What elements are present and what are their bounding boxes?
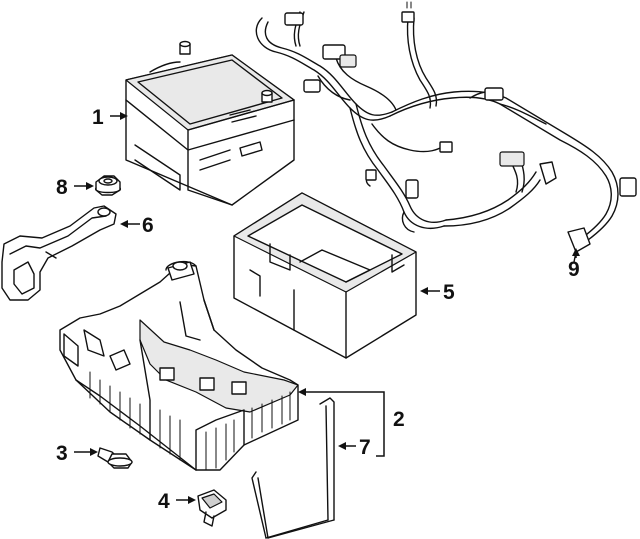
callout-6-label: 6: [142, 214, 154, 237]
hold-down-bracket-icon: [1, 205, 117, 301]
callout-7-label: 7: [359, 436, 371, 459]
callout-9-label: 9: [568, 258, 580, 281]
callout-5-label: 5: [443, 281, 455, 304]
nut-icon: [95, 175, 121, 196]
callout-leaders: [74, 112, 580, 504]
bolt-icon: [97, 447, 133, 469]
battery-icon: [125, 40, 295, 206]
callout-1-label: 1: [92, 106, 104, 129]
clip-icon: [197, 489, 227, 527]
callout-4-label: 4: [158, 490, 170, 513]
callout-2-label: 2: [393, 408, 405, 431]
hold-down-rod-icon: [251, 397, 335, 539]
callout-3-label: 3: [56, 442, 68, 465]
callout-8-label: 8: [56, 176, 68, 199]
connector-icon: [567, 227, 591, 263]
battery-tray-icon: [59, 260, 299, 471]
battery-tray-insulator-icon: [233, 192, 417, 359]
wiring-harness-icon: [255, 1, 637, 241]
